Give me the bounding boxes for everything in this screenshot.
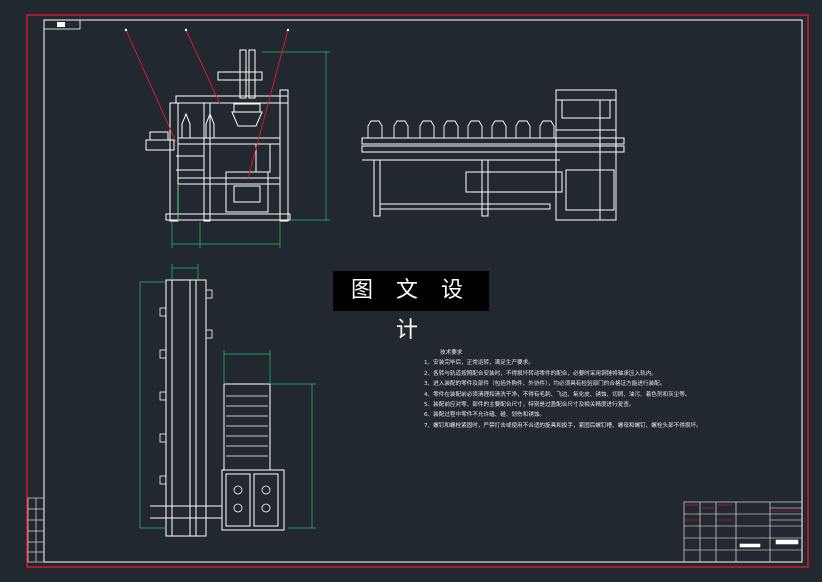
corner-tag-mark	[57, 22, 65, 27]
corner-tag	[43, 19, 81, 30]
top-view-circles	[233, 485, 271, 513]
note-item: 1、安装完毕后，正常运转，满足生产要求。	[424, 360, 534, 367]
watermark-label: 图 文 设 计	[333, 271, 489, 343]
left-margin-strip	[27, 497, 45, 563]
leader-dots	[124, 28, 290, 32]
front-view-dimensions	[171, 51, 330, 248]
leader-lines	[125, 29, 289, 179]
note-item: 4、零件在装配前必须清理和清洗干净，不得有毛刺、飞边、氧化皮、锈蚀、切屑、油污、…	[424, 391, 691, 398]
title-block	[683, 501, 803, 563]
note-item: 3、进入装配的零件及部件（包括外购件、外协件），均必须具有检验部门的合格证方能进…	[424, 381, 666, 388]
top-view	[150, 279, 285, 537]
technical-requirements: 技术要求 1、安装完毕后，正常运转，满足生产要求。 2、各转与轨道按照配合安装时…	[424, 348, 702, 431]
side-view-bottles	[367, 120, 555, 138]
outer-border	[26, 14, 809, 568]
note-item: 2、各转与轨道按照配合安装时，不得损坏转动零件的配合，必要时采用铜锤将轴承压入轨…	[424, 370, 657, 377]
top-view-rungs	[226, 395, 268, 457]
front-view	[145, 49, 291, 222]
side-view	[361, 89, 625, 221]
inner-border	[43, 19, 803, 563]
note-item: 5、装配前应对零、部件的主要配合尺寸，特别是过盈配合尺寸及相关精度进行复查。	[424, 402, 635, 409]
top-view-dimensions	[139, 264, 316, 529]
note-item: 7、螺钉和螺栓紧固时，严禁打击或使用不合适的旋具和扳手，紧固后螺钉槽、螺母和螺钉…	[424, 422, 702, 429]
top-view-tabs	[159, 289, 213, 485]
note-item: 6、装配过程中零件不允许磕、碰、划伤和锈蚀。	[424, 412, 546, 419]
title-block-red-rows	[686, 504, 800, 521]
notes-title: 技术要求	[440, 350, 463, 356]
